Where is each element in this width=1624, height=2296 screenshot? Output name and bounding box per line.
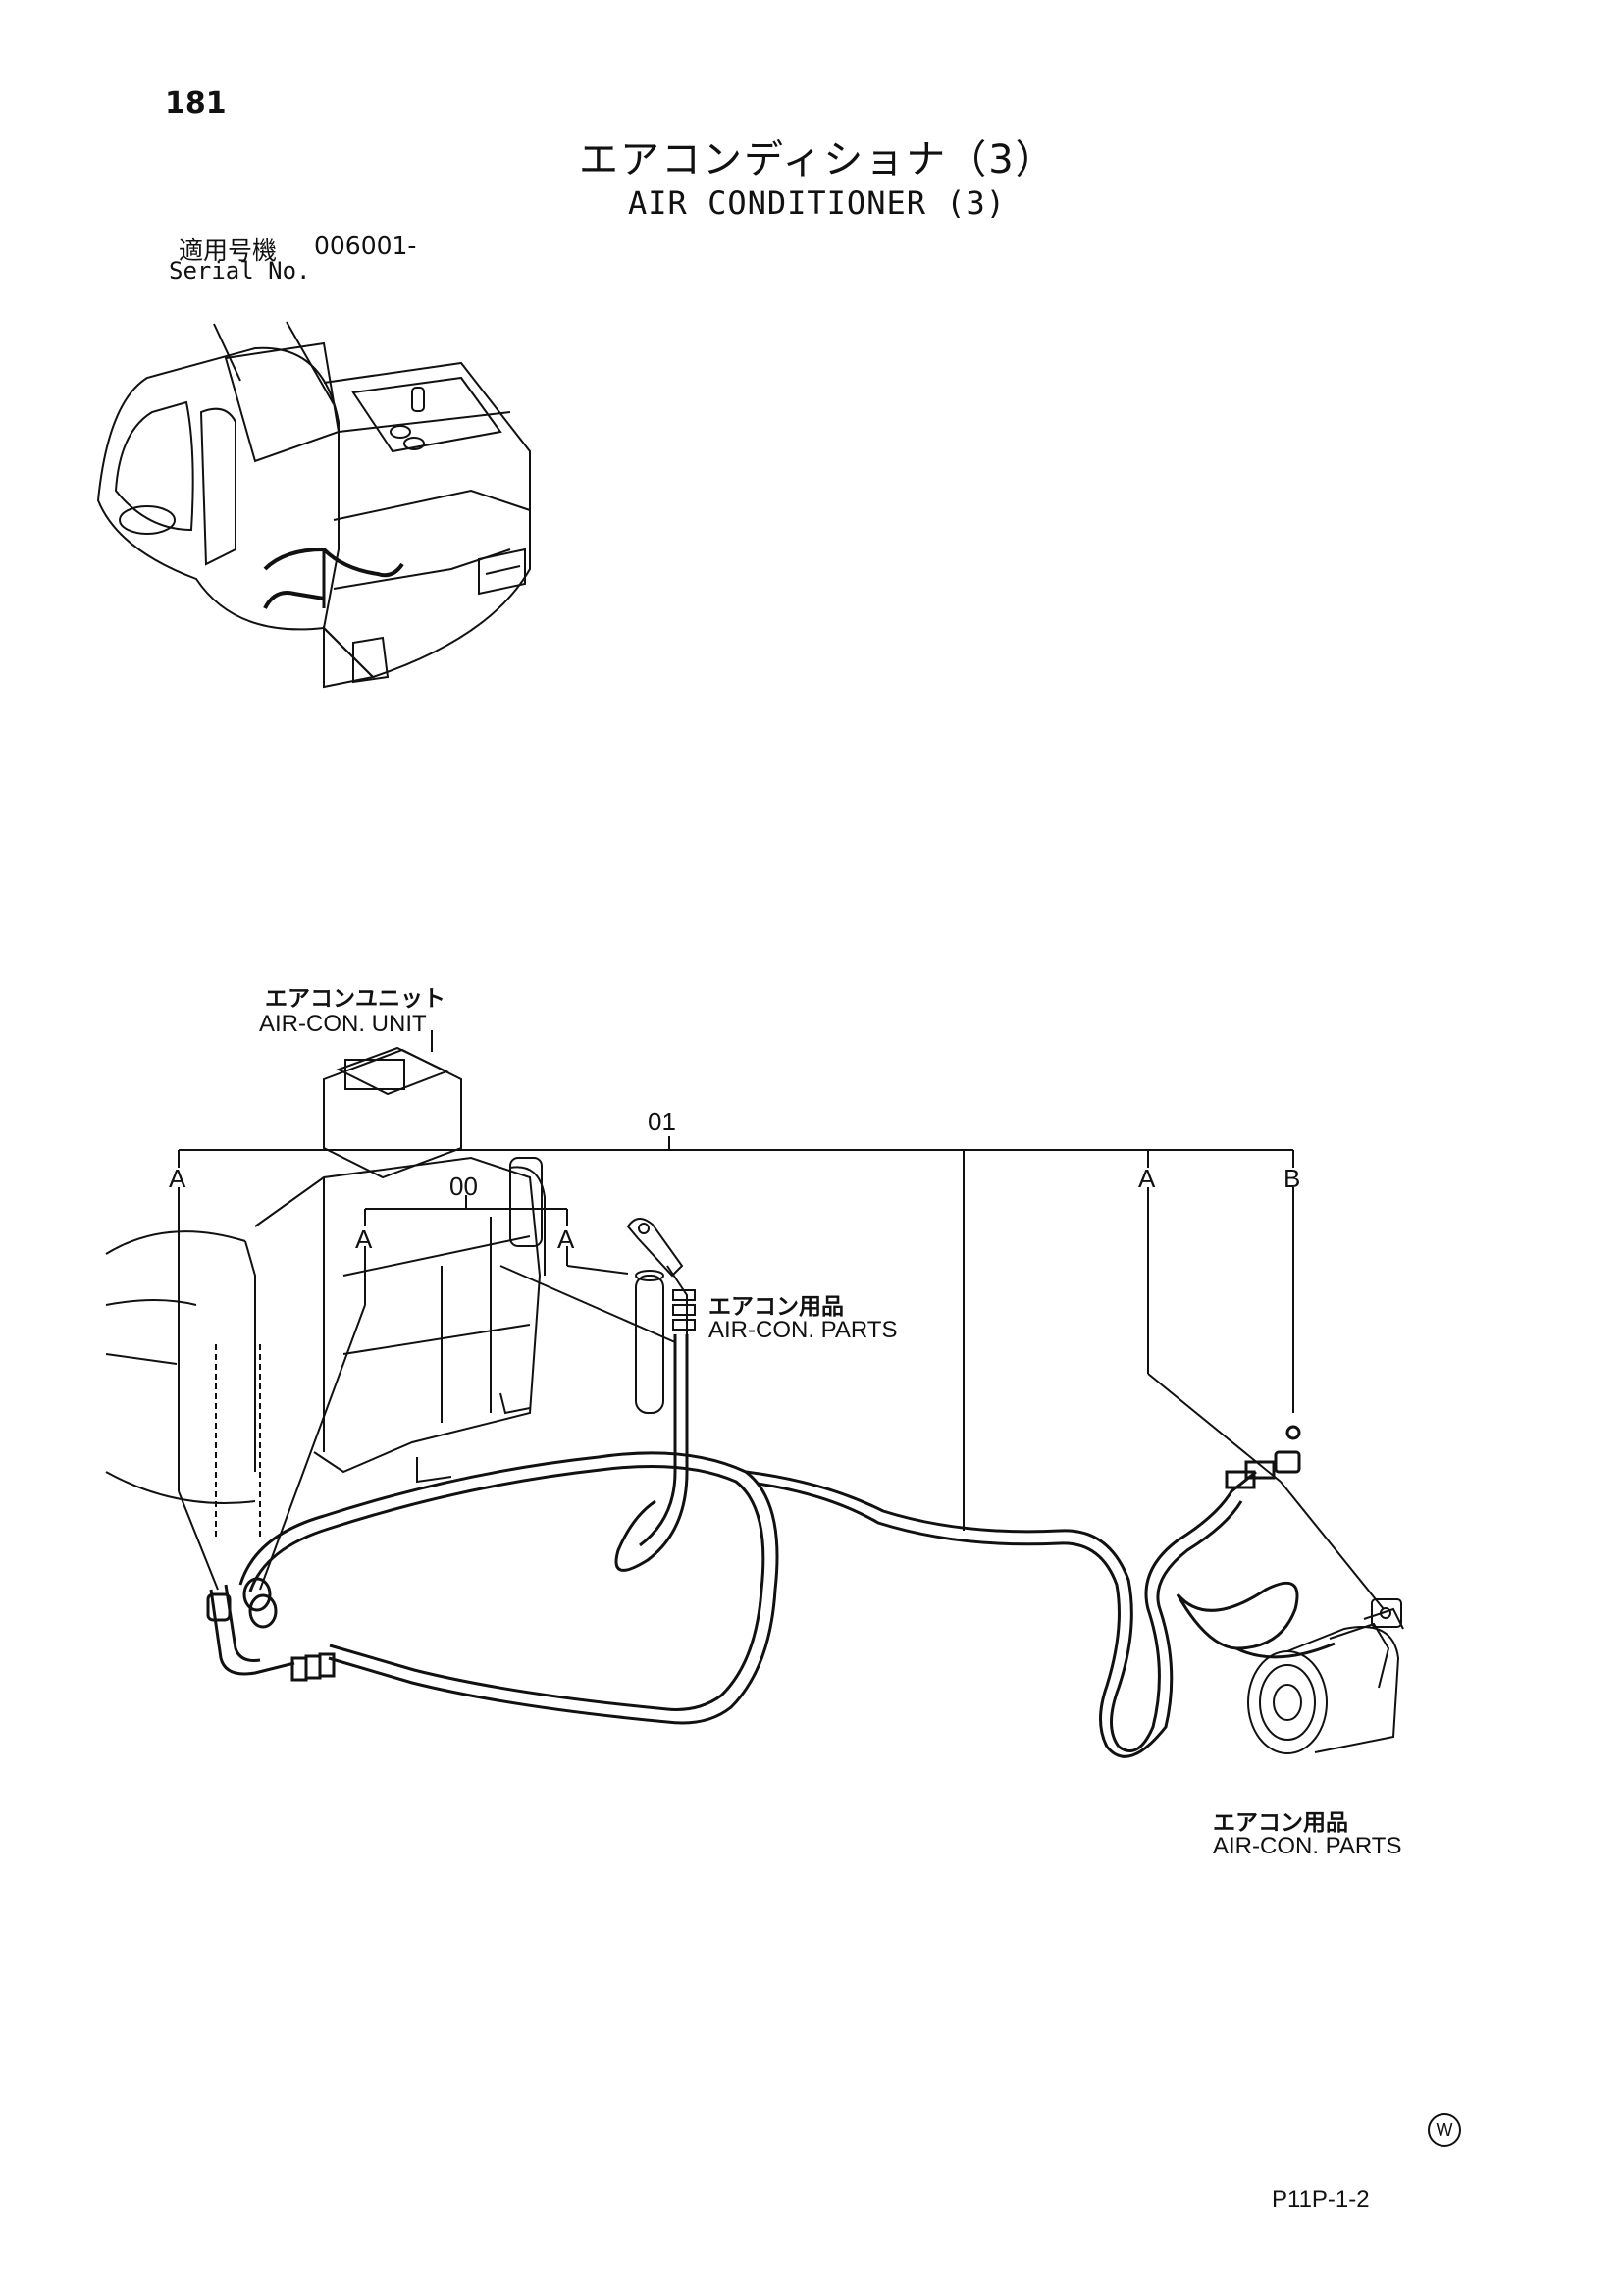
serial-label-japanese: 適用号機 (179, 236, 278, 265)
aircon-unit-illustration (106, 1048, 545, 1540)
figure-code: P11P-1-2 (1272, 2186, 1370, 2213)
aircon-parts-label-jp: エアコン用品 (708, 1294, 844, 1320)
aircon-unit-label-en: AIR-CON. UNIT (259, 1011, 427, 1037)
ref-a-inner-left: A (355, 1225, 373, 1254)
ref-group-01: 01 (648, 1107, 676, 1136)
excavator-overview-illustration (98, 322, 530, 687)
aircon-unit-label-jp: エアコンユニット (265, 986, 445, 1012)
ref-b-right: B (1283, 1164, 1301, 1193)
compressor-illustration (1248, 1599, 1403, 1753)
watermark-circle-w: W (1428, 2113, 1461, 2147)
title-japanese: エアコンディショナ（3） (579, 137, 1057, 183)
serial-number-value: 006001- (314, 232, 417, 260)
ref-a-right: A (1138, 1164, 1156, 1193)
refrigerant-hoses (208, 1334, 1335, 1756)
ref-group-00: 00 (449, 1172, 478, 1201)
aircon-parts-label-jp-2: エアコン用品 (1213, 1810, 1348, 1836)
serial-label-english: Serial No. (169, 257, 311, 285)
page-number: 181 (165, 86, 227, 121)
ref-a-inner-right: A (557, 1225, 575, 1254)
aircon-parts-label-en: AIR-CON. PARTS (708, 1317, 898, 1343)
ref-a-left: A (169, 1164, 186, 1193)
title-english: AIR CONDITIONER (3) (628, 184, 1007, 222)
receiver-drier-illustration (628, 1219, 695, 1413)
aircon-parts-label-en-2: AIR-CON. PARTS (1213, 1833, 1402, 1859)
